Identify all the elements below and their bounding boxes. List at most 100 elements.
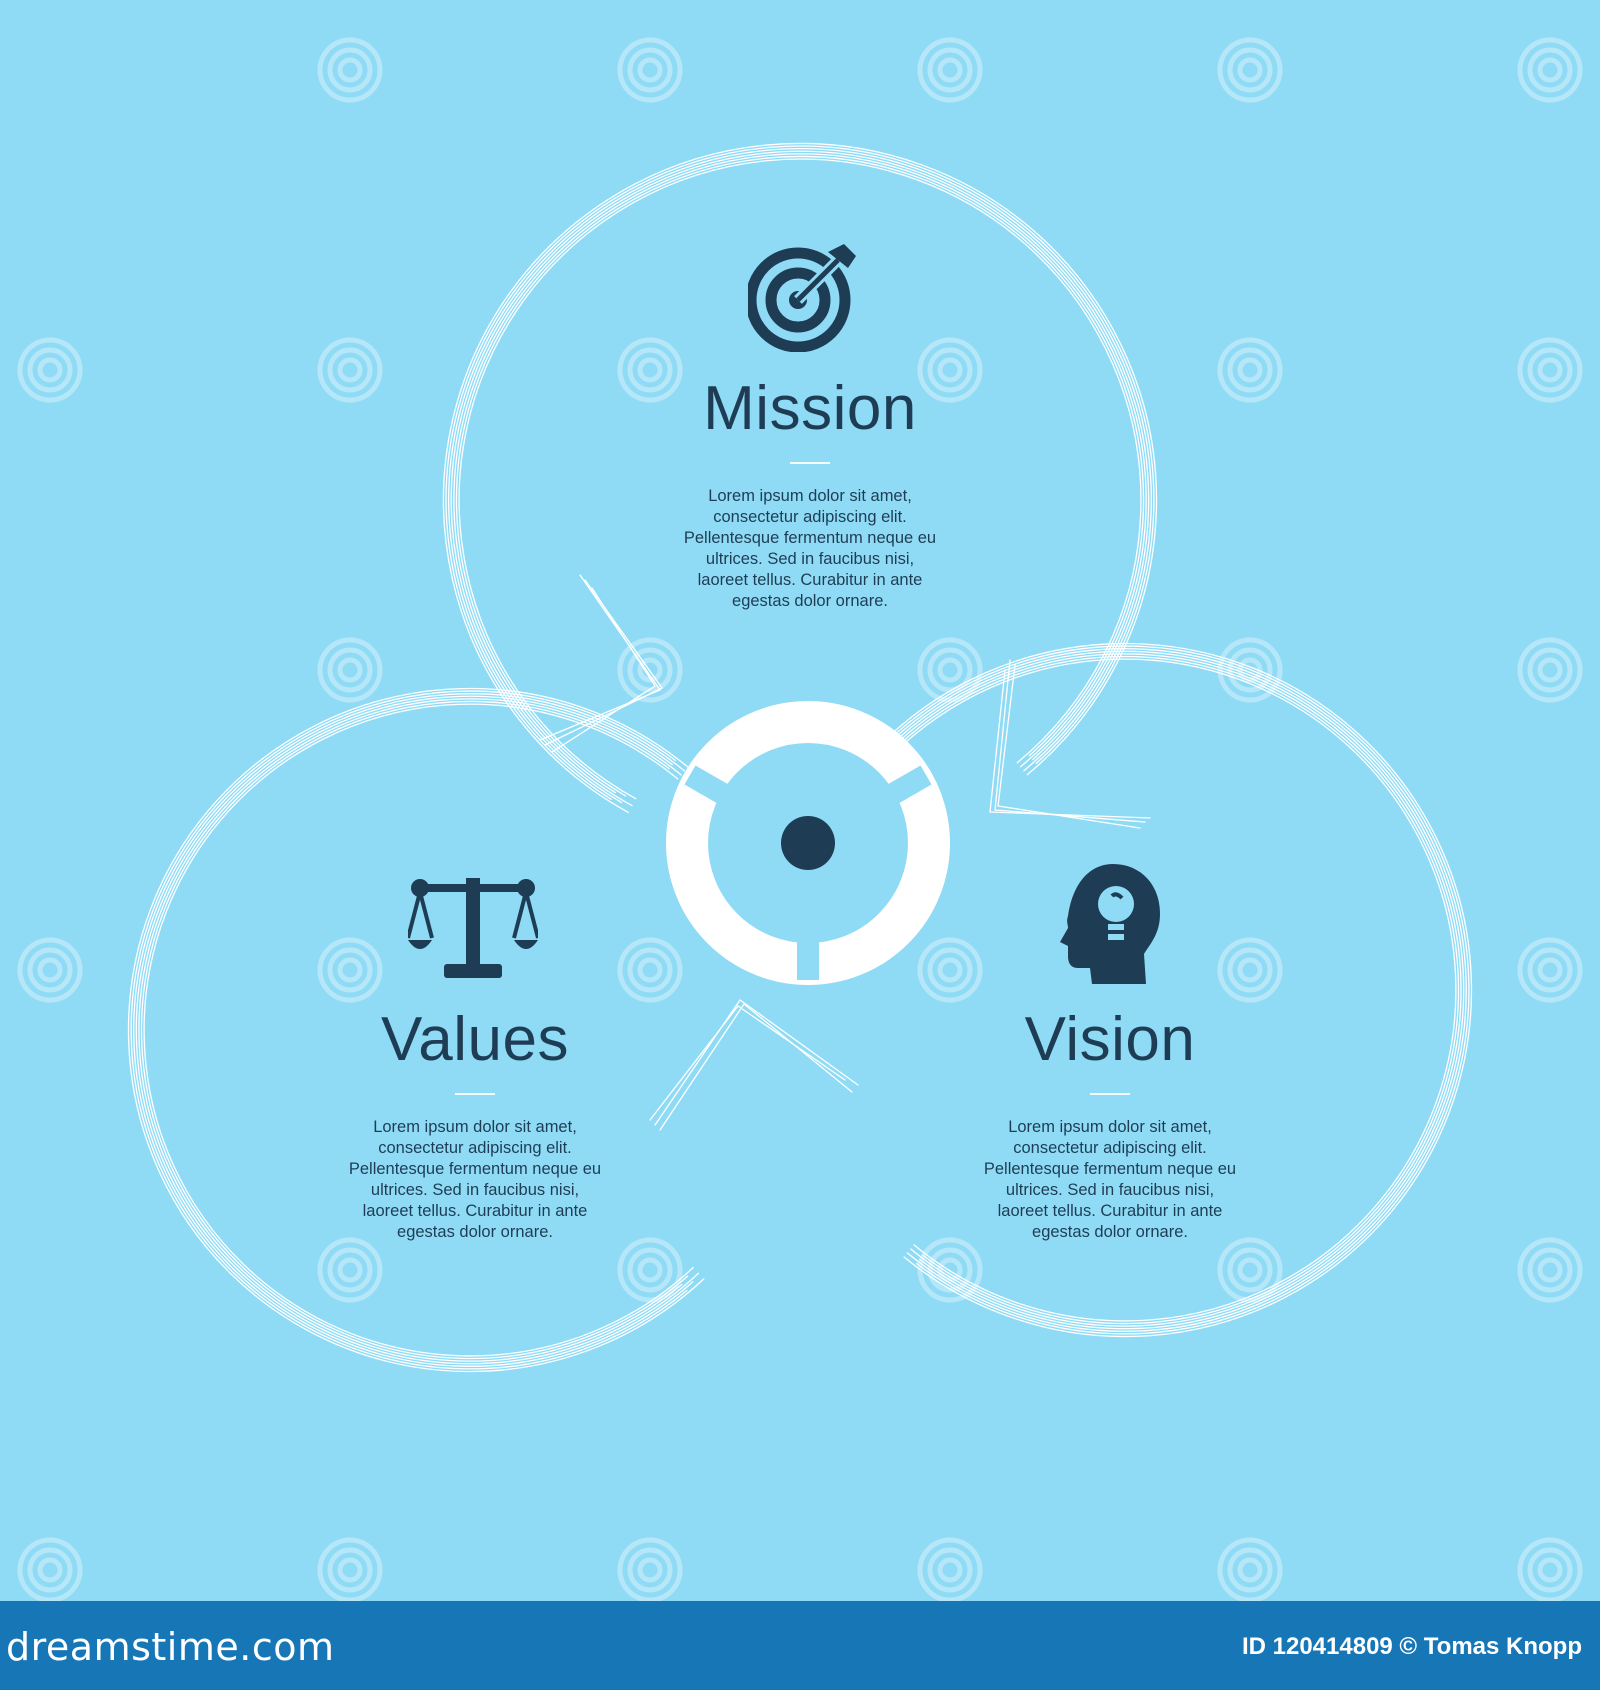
spiral-logo-icon [617, 1237, 683, 1303]
spiral-logo-icon [1537, 957, 1563, 983]
spiral-logo-icon [1527, 1247, 1573, 1293]
spiral-logo-icon [927, 1547, 973, 1593]
spiral-logo-icon [337, 1257, 363, 1283]
spiral-logo-icon [1217, 937, 1283, 1003]
vision-section: Vision Lorem ipsum dolor sit amet, conse… [960, 1009, 1260, 1243]
sketch-stroke [448, 148, 1152, 804]
spiral-logo-icon [1517, 1537, 1583, 1603]
spiral-logo-icon [1527, 347, 1573, 393]
spiral-logo-icon [1537, 1557, 1563, 1583]
spiral-logo-icon [927, 47, 973, 93]
mission-title: Mission [703, 374, 917, 443]
watermark-layer [17, 37, 1583, 1603]
spiral-logo-icon [637, 57, 663, 83]
values-arrow-arc [127, 687, 705, 1373]
spiral-logo-icon [327, 347, 373, 393]
vision-text: Lorem ipsum dolor sit amet, consectetur … [983, 1118, 1237, 1241]
spiral-logo-icon [37, 1557, 63, 1583]
arrowhead-into-center-bottom [649, 999, 859, 1131]
spiral-logo-icon [337, 657, 363, 683]
spiral-logo-icon [1527, 947, 1573, 993]
spiral-logo-icon [627, 347, 673, 393]
mission-arrow-arc [442, 142, 1158, 814]
spiral-logo-icon [317, 637, 383, 703]
spiral-logo-icon [637, 657, 663, 683]
sketch-stroke [127, 687, 705, 1373]
sketch-arrows [127, 142, 1473, 1373]
spiral-logo-icon [937, 57, 963, 83]
scales-icon [408, 878, 538, 978]
spiral-logo-icon [1217, 1237, 1283, 1303]
spiral-logo-icon [1217, 337, 1283, 403]
spiral-logo-icon [1227, 1547, 1273, 1593]
spiral-logo-icon [1237, 657, 1263, 683]
spiral-logo-icon [637, 1557, 663, 1583]
head-lightbulb-icon [1060, 864, 1160, 984]
sketch-stroke [143, 703, 694, 1357]
footer-bar: dreamstime.com ID 120414809 © Tomas Knop… [0, 1601, 1600, 1690]
sketch-stroke [140, 700, 689, 1360]
spiral-logo-icon [1237, 1257, 1263, 1283]
values-section: Values Lorem ipsum dolor sit amet, conse… [325, 1009, 625, 1243]
spiral-logo-icon [17, 1537, 83, 1603]
spiral-logo-icon [617, 937, 683, 1003]
spiral-logo-icon [1237, 357, 1263, 383]
spiral-logo-icon [937, 657, 963, 683]
spiral-logo-icon [17, 937, 83, 1003]
spiral-logo-icon [337, 957, 363, 983]
spiral-logo-icon [1517, 37, 1583, 103]
spiral-logo-icon [927, 947, 973, 993]
spiral-logo-icon [637, 357, 663, 383]
sketch-stroke [445, 145, 1155, 800]
spiral-logo-icon [1217, 37, 1283, 103]
spiral-logo-icon [327, 647, 373, 693]
spiral-logo-icon [1237, 1557, 1263, 1583]
spiral-logo-icon [1217, 1537, 1283, 1603]
spiral-logo-icon [337, 1557, 363, 1583]
footer-brand[interactable]: dreamstime.com [6, 1625, 335, 1669]
spiral-logo-icon [937, 957, 963, 983]
spiral-logo-icon [317, 1237, 383, 1303]
spiral-logo-icon [627, 1247, 673, 1293]
spiral-logo-icon [927, 347, 973, 393]
vision-title: Vision [1024, 1005, 1196, 1074]
spiral-logo-icon [627, 647, 673, 693]
spiral-logo-icon [1517, 937, 1583, 1003]
segmented-ring-icon [666, 701, 950, 985]
values-divider [455, 1093, 495, 1095]
spiral-logo-icon [1227, 1247, 1273, 1293]
spiral-logo-icon [917, 1537, 983, 1603]
spiral-logo-icon [637, 957, 663, 983]
sketch-stroke [879, 642, 1473, 1338]
mission-text: Lorem ipsum dolor sit amet, consectetur … [683, 487, 937, 610]
spiral-logo-icon [37, 357, 63, 383]
spiral-logo-icon [927, 647, 973, 693]
spiral-logo-icon [317, 1537, 383, 1603]
spiral-logo-icon [17, 337, 83, 403]
spiral-logo-icon [317, 337, 383, 403]
footer-credit: ID 120414809 © Tomas Knopp [1241, 1633, 1582, 1660]
spiral-logo-icon [617, 337, 683, 403]
spiral-logo-icon [1517, 637, 1583, 703]
spiral-logo-icon [1237, 57, 1263, 83]
spiral-logo-icon [627, 947, 673, 993]
spiral-logo-icon [1537, 1257, 1563, 1283]
spiral-logo-icon [1227, 47, 1273, 93]
spiral-logo-icon [917, 37, 983, 103]
spiral-logo-icon [617, 637, 683, 703]
vision-divider [1090, 1093, 1130, 1095]
vision-arrow-arc [879, 642, 1473, 1338]
spiral-logo-icon [917, 937, 983, 1003]
spiral-logo-icon [617, 37, 683, 103]
spiral-logo-icon [327, 47, 373, 93]
spiral-logo-icon [1537, 57, 1563, 83]
sketch-stroke [453, 153, 1147, 794]
spiral-logo-icon [937, 1557, 963, 1583]
sketch-stroke [450, 150, 1150, 807]
spiral-logo-icon [1537, 357, 1563, 383]
sketch-stroke [455, 155, 1145, 797]
spiral-logo-icon [1237, 957, 1263, 983]
spiral-logo-icon [37, 957, 63, 983]
values-title: Values [381, 1005, 569, 1074]
